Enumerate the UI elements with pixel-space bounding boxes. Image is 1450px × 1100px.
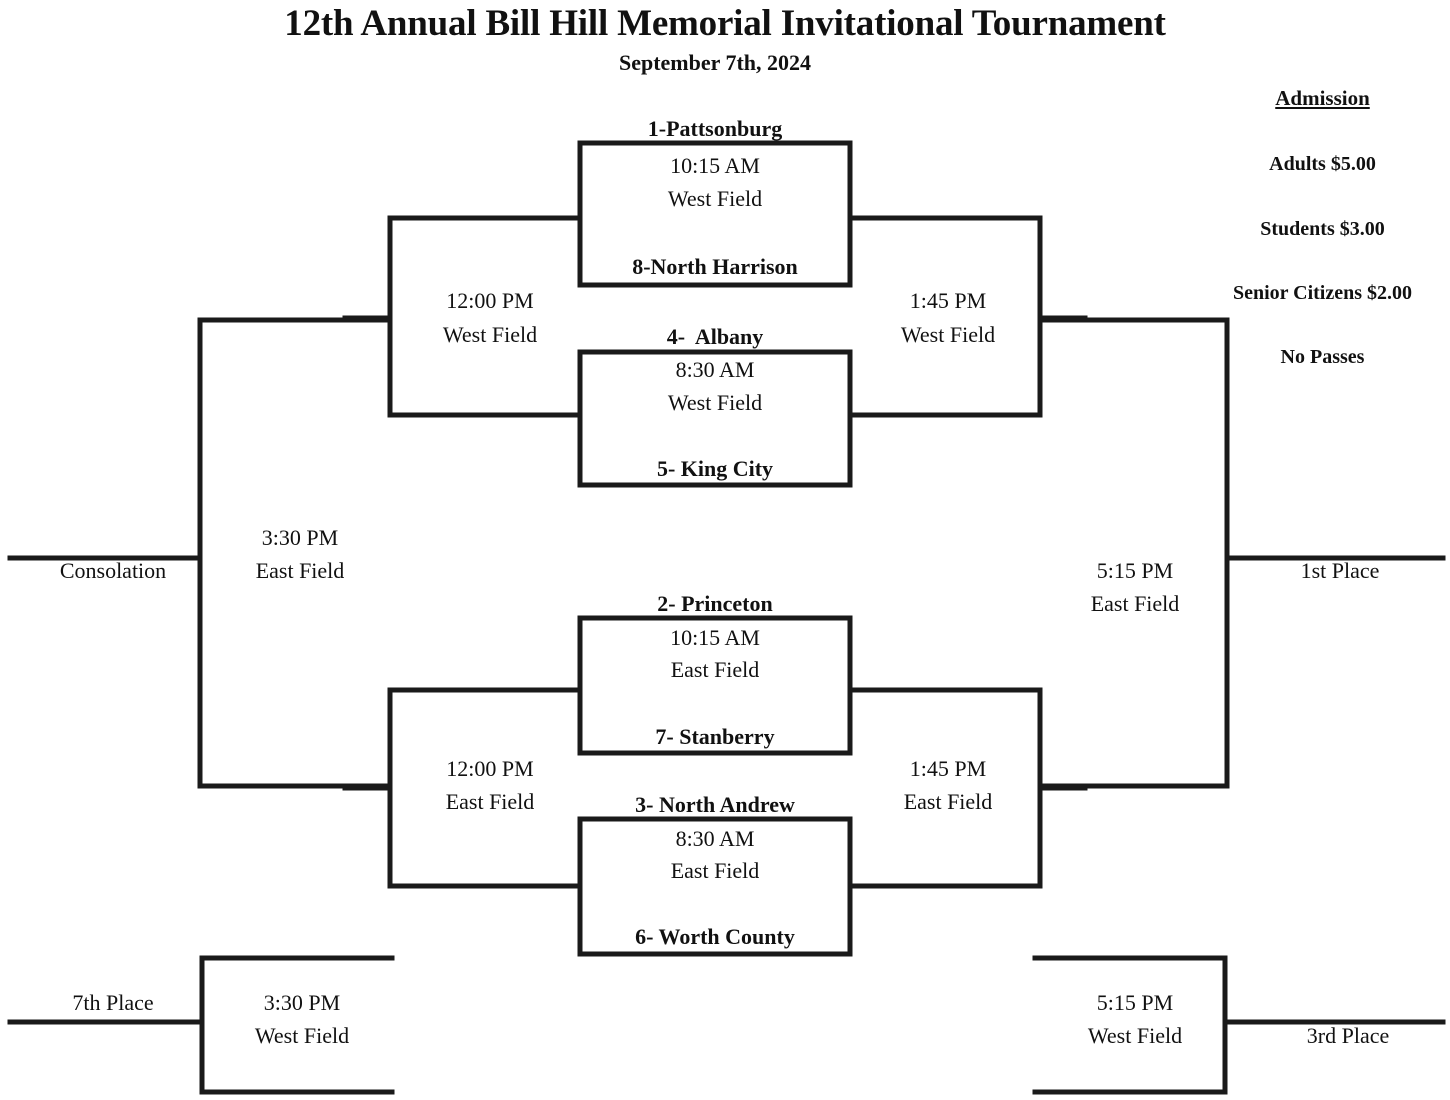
admission-heading: Admission xyxy=(1275,85,1370,110)
admission-no-passes: No Passes xyxy=(1280,346,1365,369)
seventh-place-game-time: 3:30 PM xyxy=(263,990,341,1015)
championship-game-time: 5:15 PM xyxy=(1096,558,1174,583)
lower-left-bracket xyxy=(387,687,583,889)
consolation-result-label: Consolation xyxy=(59,558,167,583)
lower-left-game-time: 12:00 PM xyxy=(446,756,534,781)
game-2-time: 8:30 AM xyxy=(675,357,755,382)
consolation-game-field: East Field xyxy=(255,558,345,583)
upper-left-bracket xyxy=(387,215,583,418)
game-3-field: East Field xyxy=(670,657,760,682)
third-place-result-label: 3rd Place xyxy=(1306,1023,1390,1048)
game-3-top-team: 2- Princeton xyxy=(657,591,773,616)
admission-students: Students $3.00 xyxy=(1260,217,1385,240)
upper-left-game-time: 12:00 PM xyxy=(446,288,534,313)
lower-left-game-field: East Field xyxy=(445,789,535,814)
game-2-bottom-team: 5- King City xyxy=(656,456,774,481)
tournament-date: September 7th, 2024 xyxy=(618,50,812,75)
championship-game-field: East Field xyxy=(1090,591,1180,616)
game-1-time: 10:15 AM xyxy=(670,153,760,178)
upper-right-game-time: 1:45 PM xyxy=(909,288,987,313)
game-4-top-team: 3- North Andrew xyxy=(635,792,795,817)
upper-left-game-field: West Field xyxy=(442,322,538,347)
lower-right-game-time: 1:45 PM xyxy=(909,756,987,781)
game-2-top-team: 4- Albany xyxy=(666,324,764,349)
game-4-field: East Field xyxy=(670,858,760,883)
game-2-field: West Field xyxy=(667,390,763,415)
admission-block: Admission Adults $5.00 Students $3.00 Se… xyxy=(1195,48,1450,408)
game-1-top-team: 1-Pattsonburg xyxy=(647,116,783,141)
seventh-place-game-field: West Field xyxy=(254,1023,350,1048)
game-1-bottom-team: 8-North Harrison xyxy=(632,254,798,279)
page-title: 12th Annual Bill Hill Memorial Invitatio… xyxy=(284,3,1166,44)
admission-adults: Adults $5.00 xyxy=(1269,153,1376,176)
seventh-place-result-label: 7th Place xyxy=(72,990,154,1015)
lower-right-bracket xyxy=(847,687,1043,889)
third-place-game-time: 5:15 PM xyxy=(1096,990,1174,1015)
upper-right-game-field: West Field xyxy=(900,322,996,347)
upper-right-bracket xyxy=(847,215,1043,418)
consolation-bracket xyxy=(197,317,393,789)
lower-right-game-field: East Field xyxy=(903,789,993,814)
admission-seniors: Senior Citizens $2.00 xyxy=(1232,281,1413,304)
game-4-time: 8:30 AM xyxy=(675,826,755,851)
first-place-result-label: 1st Place xyxy=(1300,558,1380,583)
consolation-game-time: 3:30 PM xyxy=(261,525,339,550)
game-1-field: West Field xyxy=(667,186,763,211)
game-3-time: 10:15 AM xyxy=(670,625,760,650)
game-3-bottom-team: 7- Stanberry xyxy=(655,724,775,749)
third-place-game-field: West Field xyxy=(1087,1023,1183,1048)
game-4-bottom-team: 6- Worth County xyxy=(635,924,795,949)
